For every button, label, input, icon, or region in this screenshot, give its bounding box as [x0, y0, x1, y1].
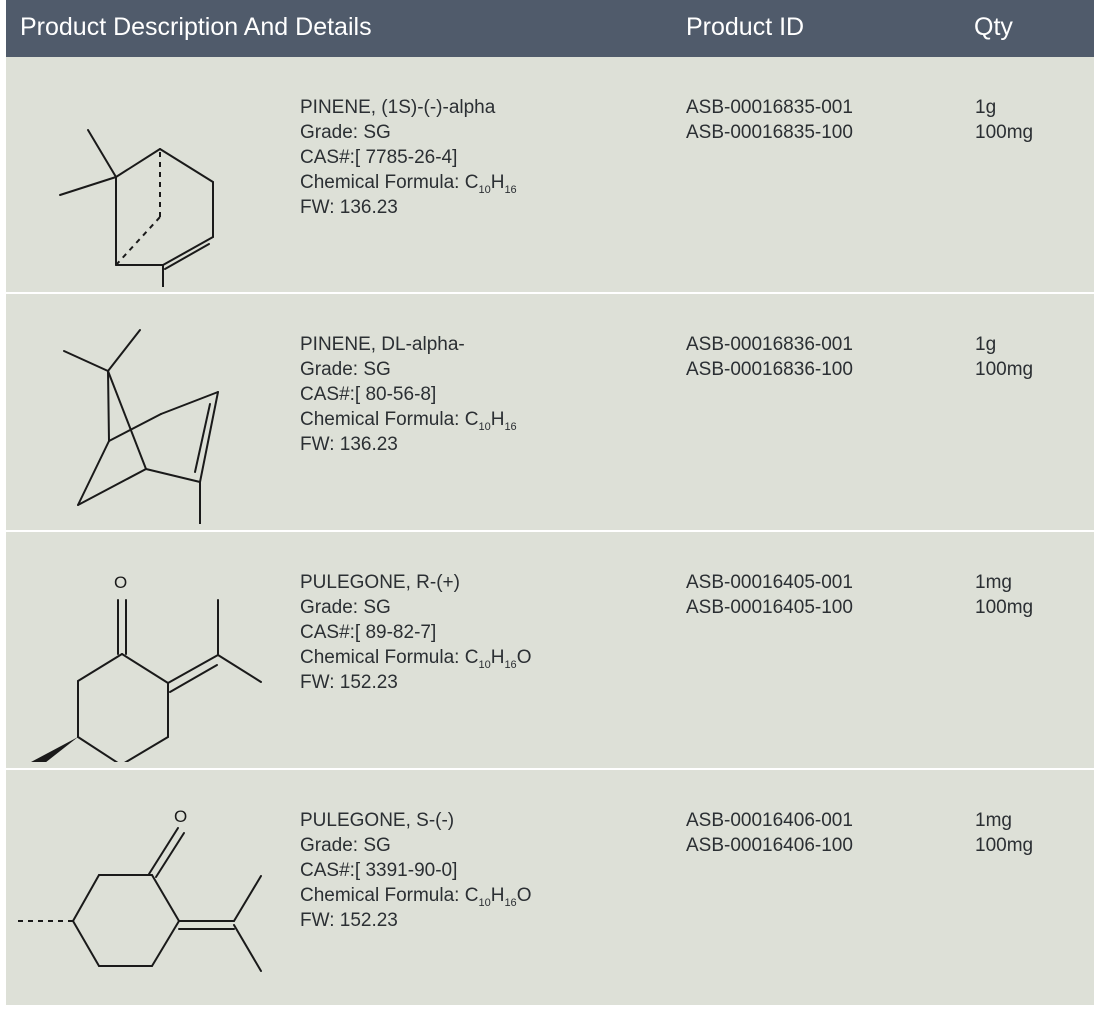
product-qtys: 1g 100mg	[975, 332, 1033, 382]
product-description: PINENE, DL-alpha- Grade: SG CAS#:[ 80-56…	[300, 332, 517, 457]
product-id: ASB-00016405-001	[686, 572, 853, 593]
structure-image: O	[6, 770, 276, 1000]
product-cas: CAS#:[ 3391-90-0]	[300, 860, 458, 881]
product-ids: ASB-00016405-001 ASB-00016405-100	[686, 570, 853, 620]
product-qty: 1mg	[975, 810, 1012, 831]
product-qty: 100mg	[975, 359, 1034, 380]
structure-image	[6, 294, 276, 524]
product-id: ASB-00016405-100	[686, 597, 853, 618]
table-row: O PULEGONE, S-(-) Grade: SG CAS#:[ 3391-…	[6, 768, 1094, 1005]
product-formula: Chemical Formula: C10H16O	[300, 885, 532, 909]
product-formula: Chemical Formula: C10H16	[300, 172, 517, 196]
product-name: PULEGONE, R-(+)	[300, 572, 460, 593]
product-grade: Grade: SG	[300, 122, 391, 143]
product-fw: FW: 136.23	[300, 434, 398, 455]
product-qtys: 1mg 100mg	[975, 570, 1033, 620]
product-id: ASB-00016406-001	[686, 810, 853, 831]
product-grade: Grade: SG	[300, 359, 391, 380]
product-formula: Chemical Formula: C10H16O	[300, 647, 532, 671]
product-ids: ASB-00016406-001 ASB-00016406-100	[686, 808, 853, 858]
atom-oxygen-label: O	[174, 807, 187, 826]
structure-pinene-1s	[59, 129, 214, 287]
product-id: ASB-00016406-100	[686, 835, 853, 856]
table-row: O PULEGONE, R-(+) Grade: SG CAS#:[ 89-82…	[6, 530, 1094, 768]
table-header: Product Description And Details Product …	[6, 0, 1094, 57]
product-id: ASB-00016835-100	[686, 122, 853, 143]
product-name: PINENE, DL-alpha-	[300, 334, 465, 355]
product-description: PULEGONE, S-(-) Grade: SG CAS#:[ 3391-90…	[300, 808, 531, 933]
product-qty: 100mg	[975, 597, 1034, 618]
product-qty: 100mg	[975, 122, 1034, 143]
structure-pulegone-r: O	[31, 573, 262, 762]
product-cas: CAS#:[ 89-82-7]	[300, 622, 437, 643]
product-grade: Grade: SG	[300, 835, 391, 856]
product-qtys: 1g 100mg	[975, 95, 1033, 145]
product-id: ASB-00016836-100	[686, 359, 853, 380]
product-description: PINENE, (1S)-(-)-alpha Grade: SG CAS#:[ …	[300, 95, 517, 220]
product-name: PINENE, (1S)-(-)-alpha	[300, 97, 496, 118]
product-qty: 1g	[975, 97, 997, 118]
product-fw: FW: 136.23	[300, 197, 398, 218]
header-qty: Qty	[974, 13, 1013, 41]
table-row: PINENE, (1S)-(-)-alpha Grade: SG CAS#:[ …	[6, 57, 1094, 292]
product-ids: ASB-00016835-001 ASB-00016835-100	[686, 95, 853, 145]
product-id: ASB-00016836-001	[686, 334, 853, 355]
product-id: ASB-00016835-001	[686, 97, 853, 118]
product-name: PULEGONE, S-(-)	[300, 810, 455, 831]
header-product-id: Product ID	[686, 13, 805, 41]
product-fw: FW: 152.23	[300, 672, 398, 693]
header-description: Product Description And Details	[20, 13, 372, 41]
product-qty: 1g	[975, 334, 997, 355]
atom-oxygen-label: O	[114, 573, 127, 592]
product-ids: ASB-00016836-001 ASB-00016836-100	[686, 332, 853, 382]
structure-pulegone-s: O	[18, 807, 262, 972]
structure-pinene-dl	[63, 329, 219, 524]
product-cas: CAS#:[ 7785-26-4]	[300, 147, 458, 168]
product-description: PULEGONE, R-(+) Grade: SG CAS#:[ 89-82-7…	[300, 570, 531, 695]
product-catalog-table: Product Description And Details Product …	[6, 0, 1094, 1005]
product-cas: CAS#:[ 80-56-8]	[300, 384, 437, 405]
product-qtys: 1mg 100mg	[975, 808, 1033, 858]
table-row: PINENE, DL-alpha- Grade: SG CAS#:[ 80-56…	[6, 292, 1094, 530]
structure-image	[6, 57, 276, 287]
product-qty: 1mg	[975, 572, 1012, 593]
product-grade: Grade: SG	[300, 597, 391, 618]
product-formula: Chemical Formula: C10H16	[300, 409, 517, 433]
product-fw: FW: 152.23	[300, 910, 398, 931]
product-qty: 100mg	[975, 835, 1034, 856]
structure-image: O	[6, 532, 276, 762]
